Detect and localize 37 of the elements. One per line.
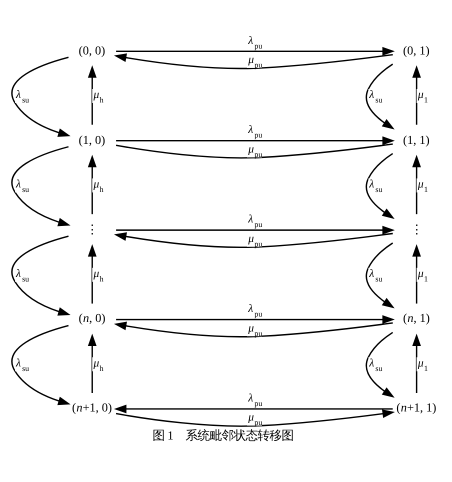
node-text: (n, 1) — [403, 310, 430, 325]
edge-label: λ$_{su}$ — [369, 89, 382, 105]
edge-label: μ$_{pu}$ — [248, 54, 262, 70]
edge-label: λ$_{su}$ — [369, 178, 382, 194]
edge-label: μ$_{pu}$ — [248, 412, 262, 428]
edge-label: λ$_{su}$ — [16, 178, 30, 194]
edge-label: μ$_{1}$ — [418, 357, 428, 373]
node-text: ⋮ — [86, 222, 98, 236]
edge-label: λ$_{pu}$ — [248, 303, 262, 319]
edge-label: μ$_{h}$ — [94, 268, 104, 284]
edge-label: μ$_{h}$ — [94, 357, 104, 373]
node-text: (n+1, 1) — [396, 400, 436, 414]
edge-label: λ$_{pu}$ — [248, 34, 262, 50]
edge-label: μ$_{h}$ — [94, 89, 104, 105]
edge-label: λ$_{su}$ — [369, 357, 382, 373]
edge-label: μ$_{1}$ — [418, 268, 428, 284]
edge-label: λ$_{su}$ — [369, 268, 382, 284]
node-text: (1, 1) — [403, 132, 430, 147]
edge-label: μ$_{1}$ — [418, 89, 428, 105]
node-text: ⋮ — [410, 222, 422, 236]
edge-label: μ$_{1}$ — [418, 178, 428, 194]
edge-label: λ$_{su}$ — [16, 89, 30, 105]
node-text: (n+1, 0) — [72, 400, 112, 414]
edge-label: λ$_{pu}$ — [248, 392, 262, 408]
node-text: (0, 0) — [78, 44, 106, 58]
edge-label: λ$_{su}$ — [16, 357, 30, 373]
edge-label: μ$_{pu}$ — [248, 232, 262, 248]
node-text: (0, 1) — [403, 44, 430, 58]
edge-label: λ$_{pu}$ — [248, 214, 262, 230]
node-text: (n, 0) — [78, 310, 106, 325]
node-text: (1, 0) — [78, 132, 106, 147]
edge-label: μ$_{pu}$ — [248, 322, 262, 338]
caption: 图 1 系统毗邻状态转移图 — [152, 428, 294, 443]
edge-label: μ$_{pu}$ — [248, 143, 262, 159]
edge-label: λ$_{pu}$ — [248, 124, 262, 140]
edge-label: μ$_{h}$ — [94, 178, 104, 194]
edge-label: λ$_{su}$ — [16, 268, 30, 284]
